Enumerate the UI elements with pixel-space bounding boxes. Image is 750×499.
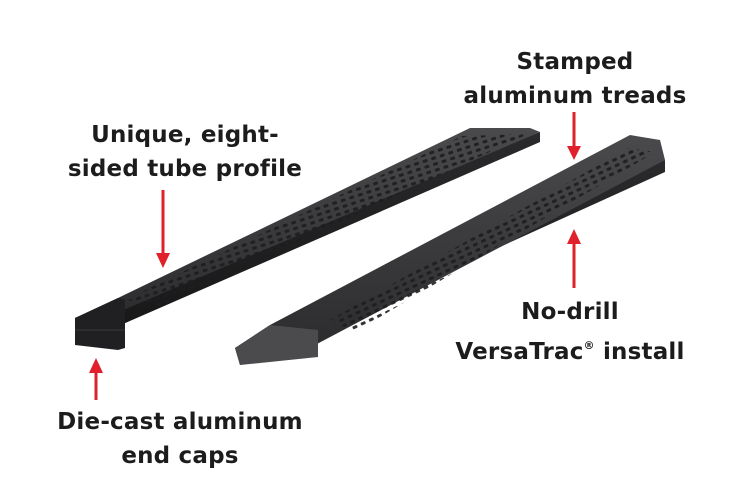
left-board-side (75, 132, 540, 345)
arrow-unique (156, 190, 170, 268)
right-board-tread (330, 148, 655, 332)
left-board-tread (125, 134, 528, 306)
callout-die-cast: Die-cast aluminum end caps (30, 405, 330, 473)
right-running-board (235, 135, 665, 365)
arrow-diecast (89, 358, 103, 400)
right-board-top (235, 135, 665, 348)
callout-stamped-treads: Stamped aluminum treads (440, 45, 710, 113)
right-end-cap (235, 325, 318, 365)
arrow-nodrill (567, 229, 581, 288)
callout-nodrill-line2: VersaTrac® install (420, 329, 720, 369)
callout-stamped-line1: Stamped (516, 49, 634, 75)
callout-stamped-line2: aluminum treads (463, 83, 687, 109)
registered-mark: ® (583, 339, 595, 352)
left-running-board (75, 128, 540, 350)
callout-unique-line1: Unique, eight- (91, 122, 279, 148)
callout-unique-profile: Unique, eight- sided tube profile (60, 118, 310, 186)
callout-nodrill-line1: No-drill (521, 299, 619, 325)
callout-no-drill: No-drill VersaTrac® install (420, 295, 720, 369)
left-end-cap (75, 298, 125, 350)
callout-unique-line2: sided tube profile (67, 156, 303, 182)
arrow-stamped (567, 112, 581, 160)
versatrac-text: VersaTrac (455, 339, 584, 365)
callout-diecast-line2: end caps (121, 443, 239, 469)
callout-diecast-line1: Die-cast aluminum (57, 409, 303, 435)
install-text: install (594, 339, 685, 365)
